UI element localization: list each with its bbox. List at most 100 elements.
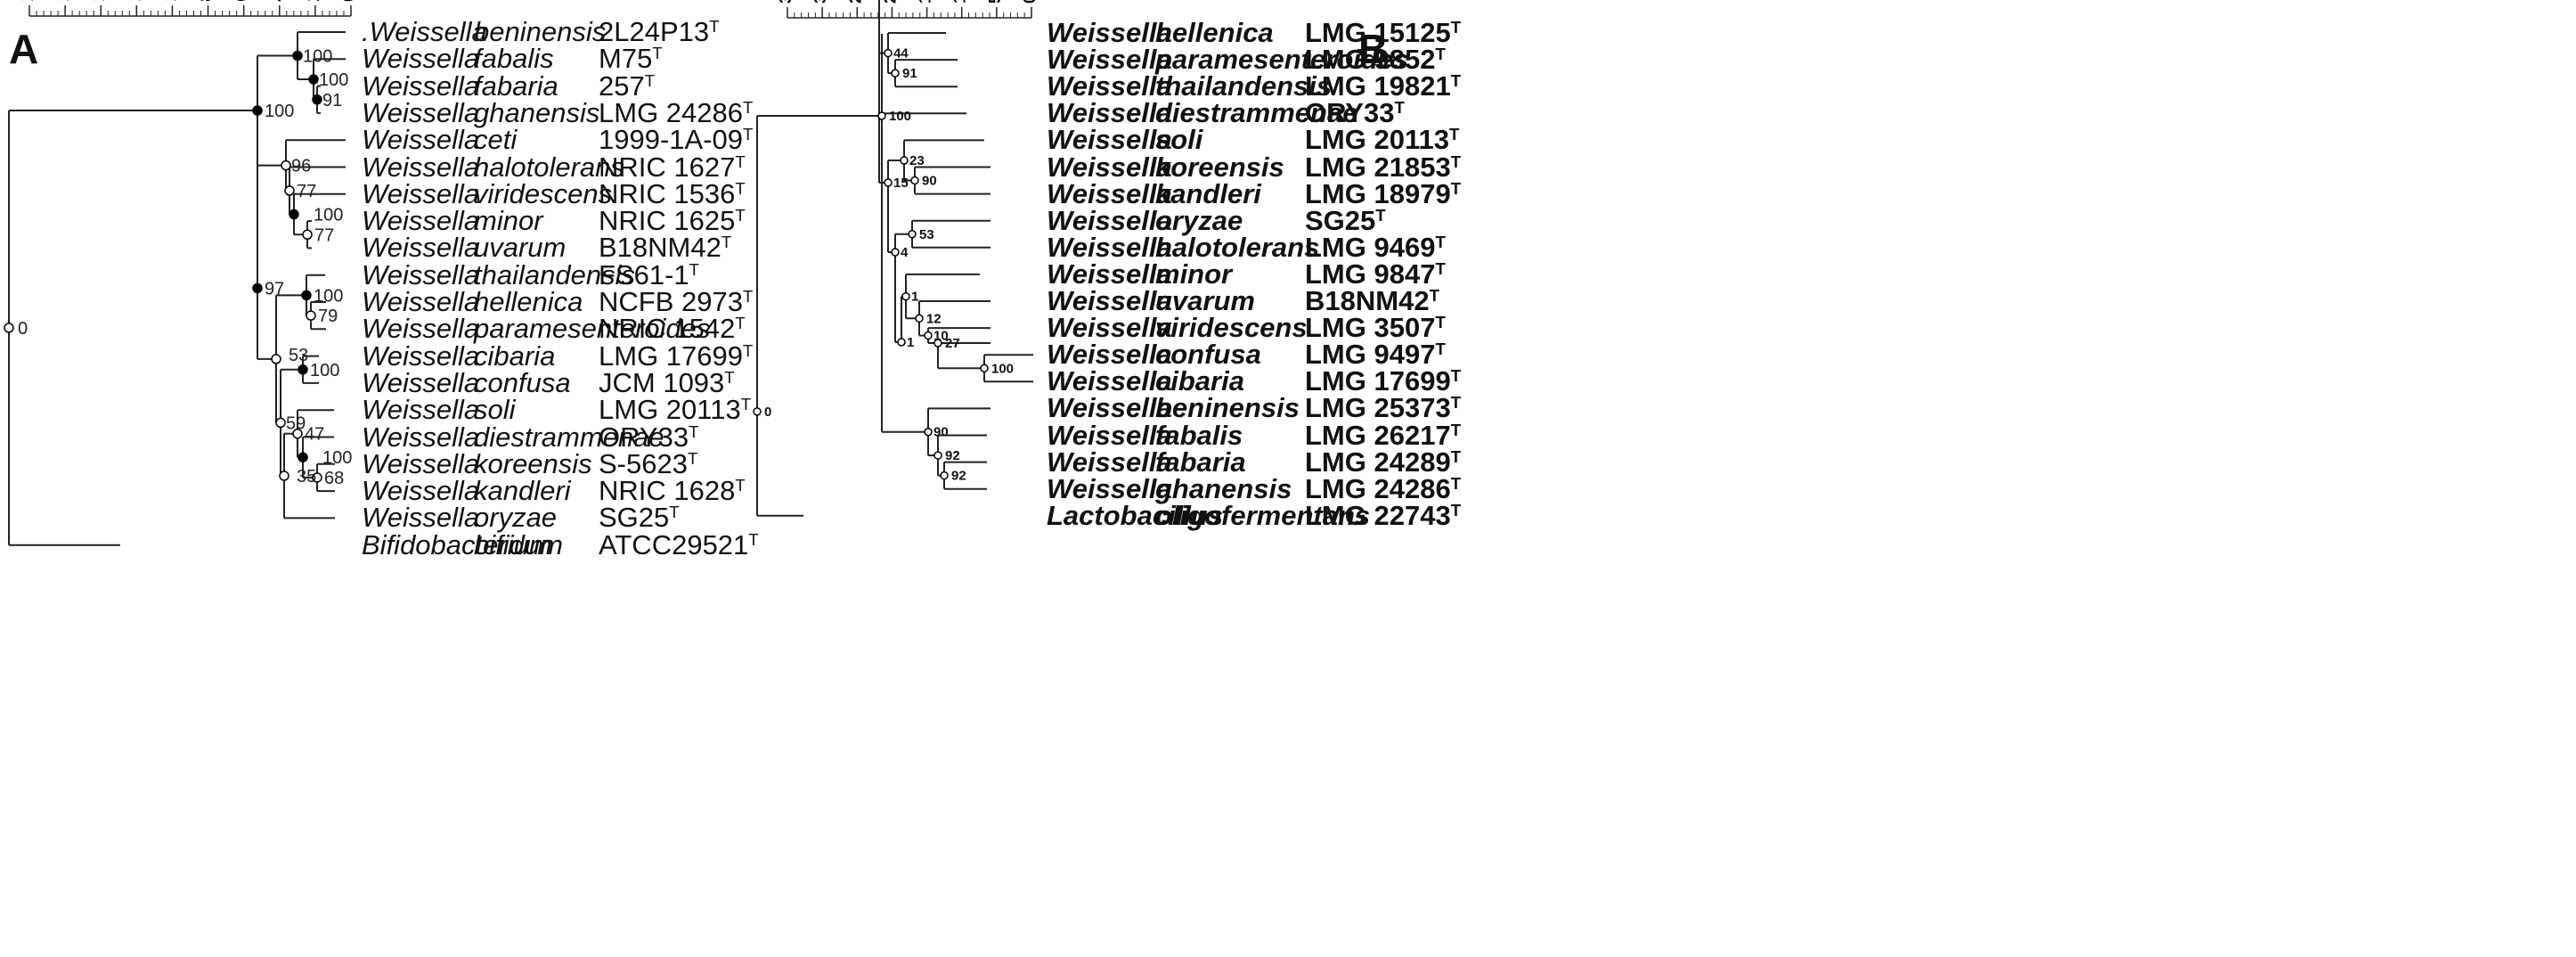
strain-label: LMG 3507T [1305,314,1446,341]
genus-label: Weissella [1047,419,1172,451]
panel-b-scale-tick-label: 0 [1021,0,1039,4]
species-label: cibaria [1155,365,1244,397]
node-filled [301,290,312,301]
strain-label: NRIC 1542T [599,315,746,342]
bootstrap-label: 100 [310,361,339,380]
node-open [915,314,924,323]
genus-label: Weissella [362,421,480,453]
strain-code: LMG 17699 [599,339,743,372]
node-filled [289,209,299,220]
strain-code: LMG 22743 [1305,499,1451,531]
node-open [900,156,909,165]
strain-code: ORY33 [599,421,689,453]
bootstrap-label: 44 [893,46,909,61]
panel-a-scale-tick-label: 18 [18,0,37,2]
strain-code: NRIC 1625 [599,205,736,237]
species-label: paramesenteroides [1155,44,1409,76]
node-open [877,111,886,120]
genus-label: Weissella [1047,124,1172,156]
type-strain-mark: T [748,529,759,549]
panel-a-scale-tick-label: 10 [160,0,180,2]
species-label: confusa [1155,339,1261,371]
strain-label: M75T [599,45,663,72]
strain-label: LMG 24286T [1305,475,1461,503]
strain-label: ORY33T [599,421,698,453]
species-label: uvarum [474,232,567,264]
type-strain-mark: T [1450,393,1462,413]
strain-code: LMG 24286 [1305,472,1451,504]
panel-b-scale-tick-label: 35 [777,0,795,4]
strain-code: ORY33 [1305,97,1395,129]
node-filled [312,94,322,105]
genus-label: Weissella [1047,204,1172,236]
node-open [980,364,989,372]
node-filled [252,105,263,116]
species-label: oryzae [474,502,558,534]
bootstrap-label: 100 [314,206,343,225]
bootstrap-label: 12 [926,311,942,326]
species-label: fabalis [1155,419,1243,451]
genus-label: Weissella [362,502,480,534]
strain-label: LMG 9852T [1305,45,1446,73]
strain-code: NRIC 1536 [599,177,736,209]
genus-label: Weissella [1047,17,1172,48]
type-strain-mark: T [652,44,663,63]
strain-code: LMG 18979 [1305,177,1451,209]
panel-a-scale-tick-label: 12 [125,0,144,2]
strain-label: LMG 9469T [1305,233,1446,261]
node-open [271,354,281,364]
species-label: koreensis [1155,151,1284,183]
type-strain-mark: T [743,97,754,117]
strain-code: LMG 26217 [1305,419,1451,451]
strain-code: LMG 9469 [1305,231,1436,263]
type-strain-mark: T [1450,70,1462,90]
strain-code: M75 [599,43,653,75]
node-filled [298,452,308,462]
strain-label: LMG 9497T [1305,340,1446,368]
genus-label: Weissella [1047,70,1172,102]
bootstrap-label: 35 [297,467,316,487]
species-label: beninensis [1155,392,1300,424]
strain-code: LMG 19821 [1305,70,1451,102]
genus-label: Weissella [362,339,480,372]
species-label: kandleri [1155,177,1261,209]
strain-code: LMG 21853 [1305,151,1451,183]
panel-b-scale-tick-label: 30 [811,0,829,4]
strain-label: B18NM42T [1305,287,1439,315]
strain-label: NRIC 1625T [599,207,746,234]
type-strain-mark: T [740,394,752,413]
type-strain-mark: T [742,286,754,306]
type-strain-mark: T [743,340,754,360]
panel-a-scale-tick-label: 16 [53,0,73,2]
bootstrap-label: 1 [911,290,918,305]
strain-code: LMG 20113 [1305,124,1449,156]
genus-label: Weissella [362,177,480,209]
type-strain-mark: T [735,178,746,198]
node-open [897,338,906,347]
strain-label: LMG 17699T [1305,367,1461,395]
species-label: ghanensis [1155,472,1292,504]
strain-label: LMG 15125T [1305,19,1461,46]
species-label: fabaria [474,70,558,102]
genus-label: .Weissella [362,16,487,47]
strain-label: ORY33T [1305,99,1405,127]
bootstrap-label: 92 [945,448,960,463]
bootstrap-label: 0 [18,319,28,339]
node-open [908,230,917,239]
strain-code: LMG 9497 [1305,339,1436,371]
bootstrap-label: 79 [318,307,338,326]
strain-label: LMG 21853T [1305,151,1461,183]
node-filled [252,282,263,294]
panel-a-scale-tick-label: 2 [304,0,323,2]
type-strain-mark: T [689,259,700,279]
bootstrap-label: 100 [265,102,294,121]
genus-label: Weissella [362,96,480,128]
type-strain-mark: T [735,314,746,333]
genus-label: Weissella [362,286,480,317]
species-label: koreensis [474,447,592,479]
node-open [275,417,286,429]
bootstrap-label: 91 [322,91,342,110]
bootstrap-label: 68 [324,469,344,488]
bootstrap-label: 90 [922,174,937,189]
type-strain-mark: T [1450,500,1462,519]
